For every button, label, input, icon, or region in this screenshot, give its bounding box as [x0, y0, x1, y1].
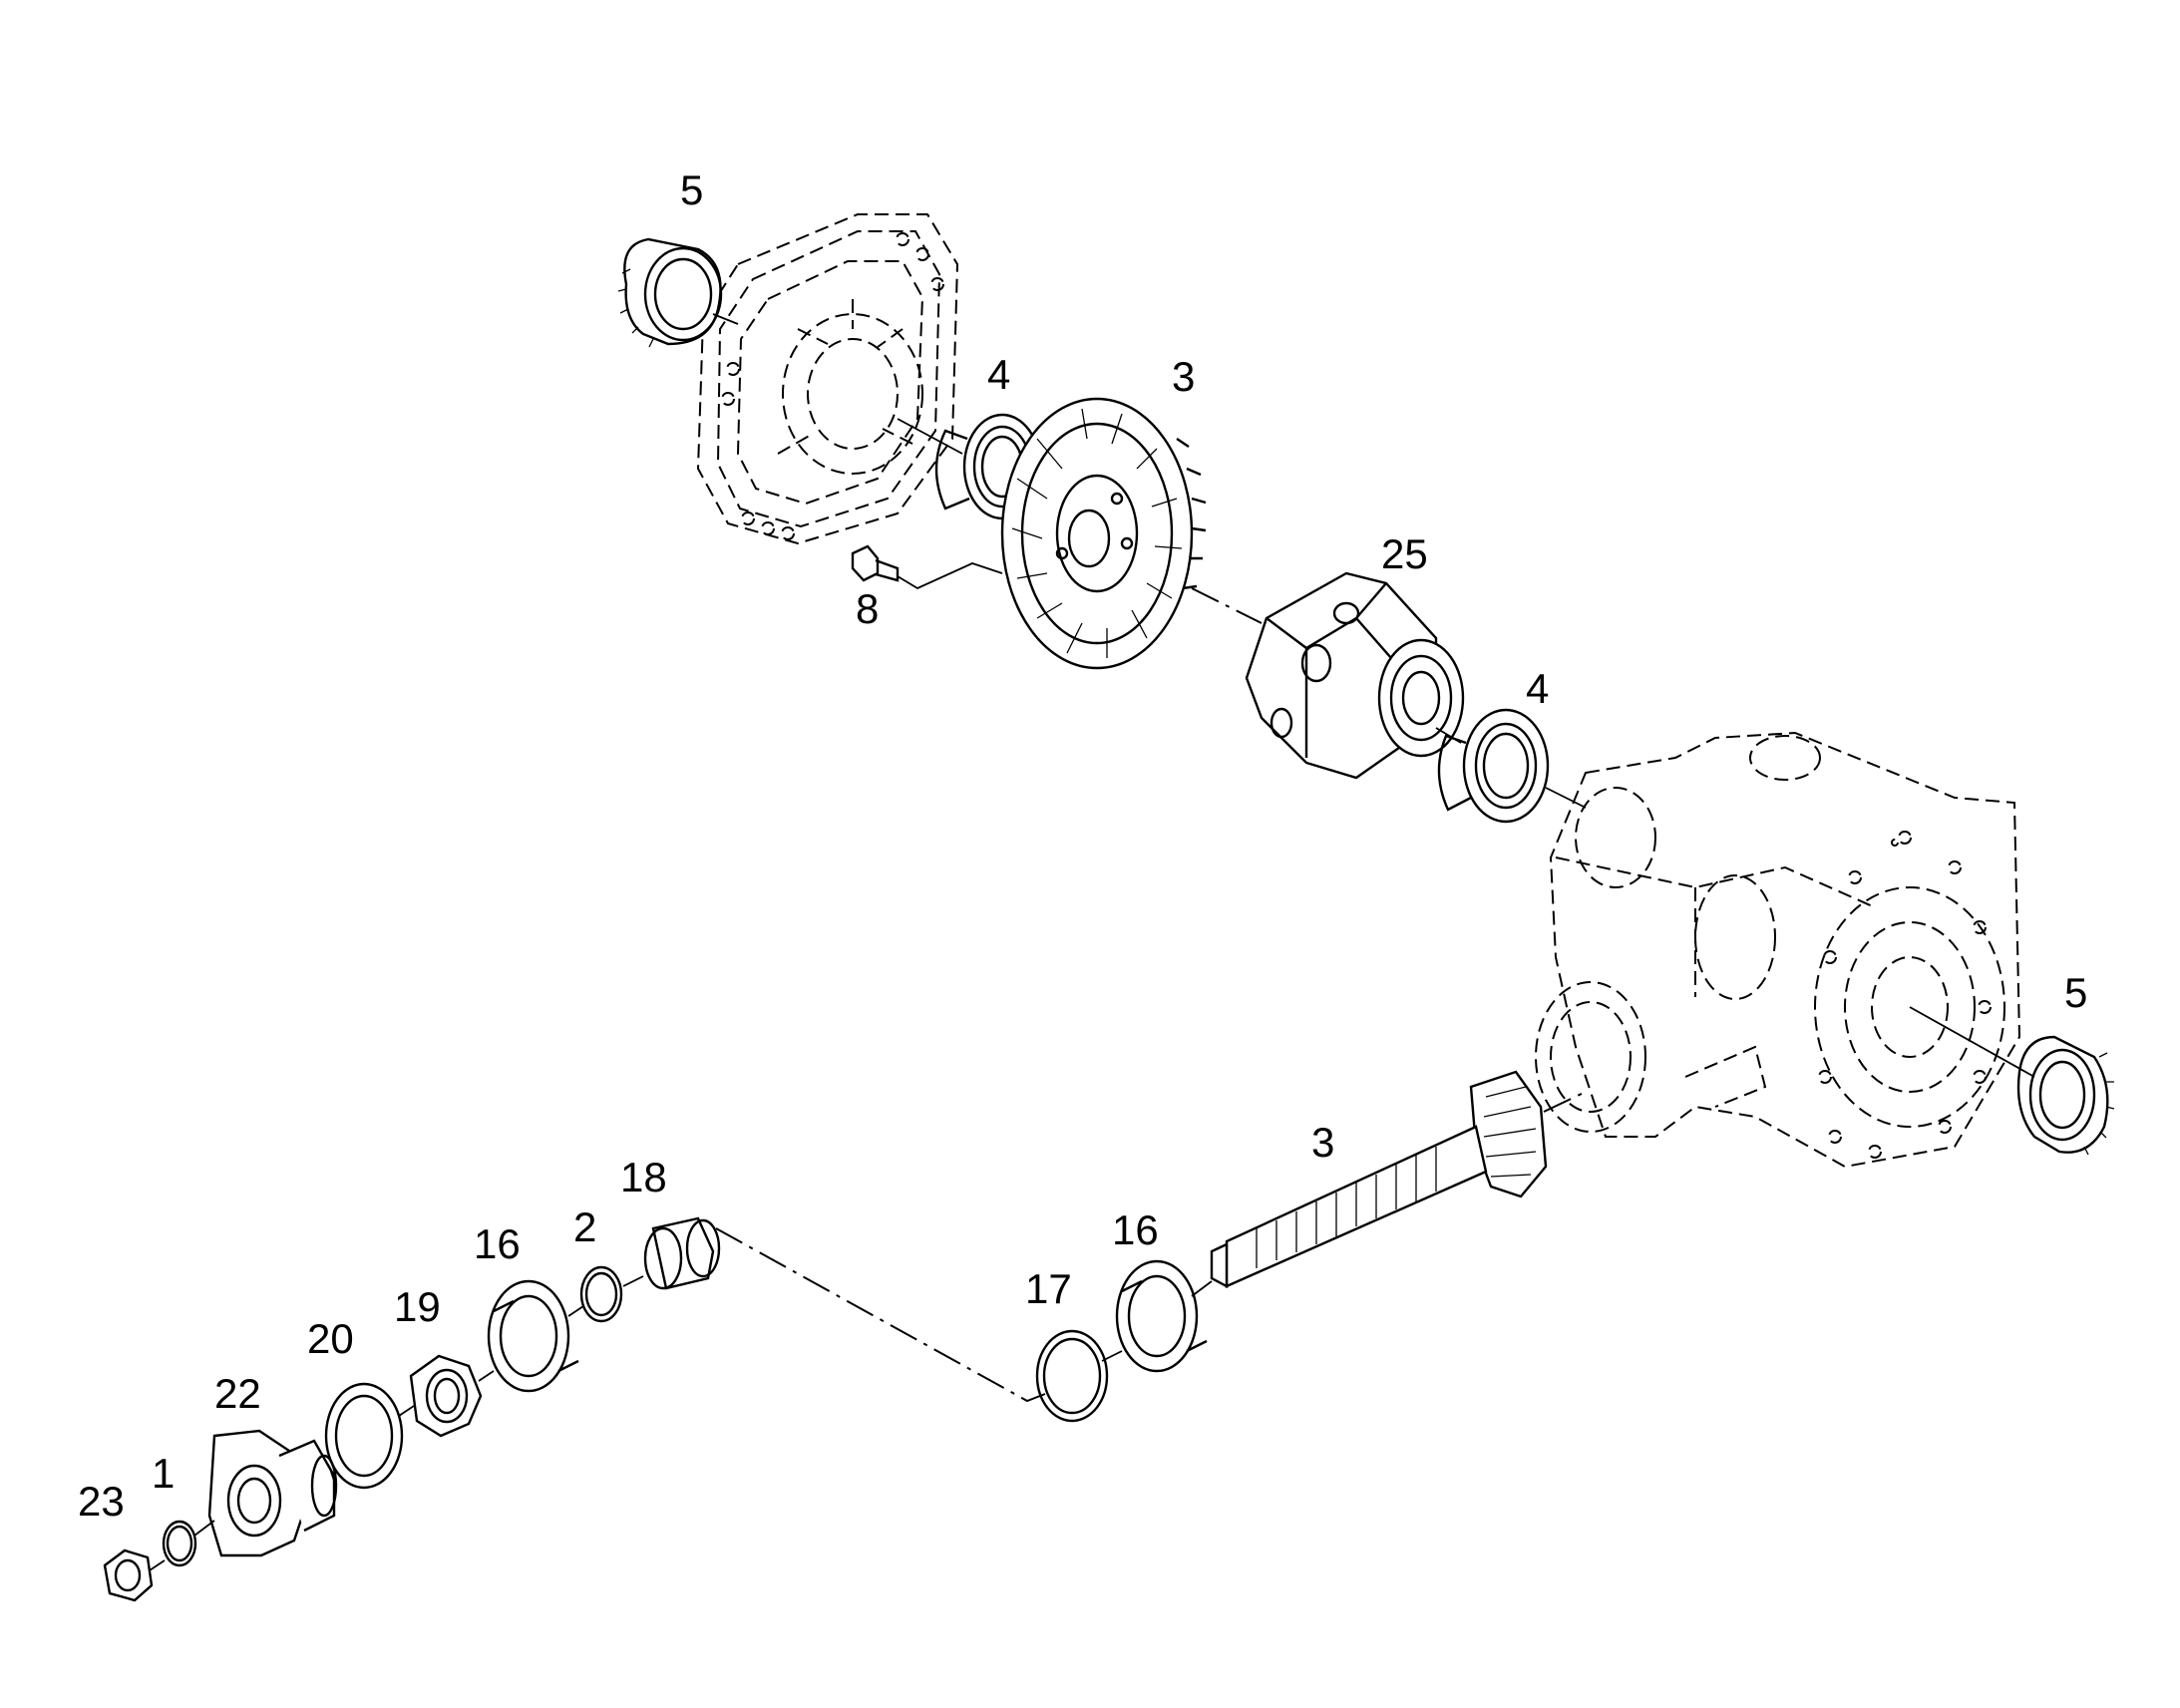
callout-16-left: 16 [474, 1220, 521, 1267]
part-16-bearing-right [1115, 1259, 1213, 1373]
part-1-o-ring [162, 1520, 215, 1567]
callout-4-top: 4 [987, 351, 1010, 398]
callout-19: 19 [394, 1283, 441, 1330]
part-19-slotted-nut [409, 1354, 495, 1438]
callout-1: 1 [152, 1450, 175, 1497]
part-8-bolt [851, 544, 1003, 590]
part-5-adjusting-nut-top [617, 237, 739, 348]
callout-16-right: 16 [1112, 1206, 1159, 1253]
axle-housing [1535, 731, 2021, 1169]
part-22-flange-yoke [207, 1429, 338, 1557]
part-4-bearing-middle [1435, 708, 1587, 824]
callout-22: 22 [214, 1370, 261, 1417]
housing-cover [696, 213, 959, 545]
callout-3-top: 3 [1172, 353, 1195, 400]
callout-17: 17 [1025, 1265, 1072, 1312]
part-5-adjusting-nut-right [1909, 1006, 2115, 1156]
part-23-nut [103, 1548, 166, 1602]
part-3-pinion-shaft [1210, 1070, 1587, 1288]
part-18-spacer-sleeve [643, 1216, 721, 1290]
part-17-shim [1035, 1329, 1123, 1423]
callout-5-right: 5 [2064, 969, 2087, 1016]
callout-2: 2 [573, 1203, 596, 1250]
callout-18: 18 [620, 1154, 667, 1200]
part-20-seal [324, 1382, 415, 1490]
part-3-ring-gear [1000, 397, 1207, 670]
callout-5-top: 5 [680, 167, 703, 213]
callout-4-middle: 4 [1526, 665, 1549, 712]
part-2-ring [579, 1265, 644, 1323]
callout-8: 8 [856, 585, 879, 632]
part-16-bearing-left [487, 1279, 584, 1393]
callout-25: 25 [1381, 530, 1428, 577]
part-25-differential-case [1191, 571, 1465, 780]
callout-20: 20 [307, 1315, 354, 1362]
callout-3-bottom: 3 [1311, 1119, 1334, 1166]
callout-23: 23 [78, 1478, 125, 1525]
